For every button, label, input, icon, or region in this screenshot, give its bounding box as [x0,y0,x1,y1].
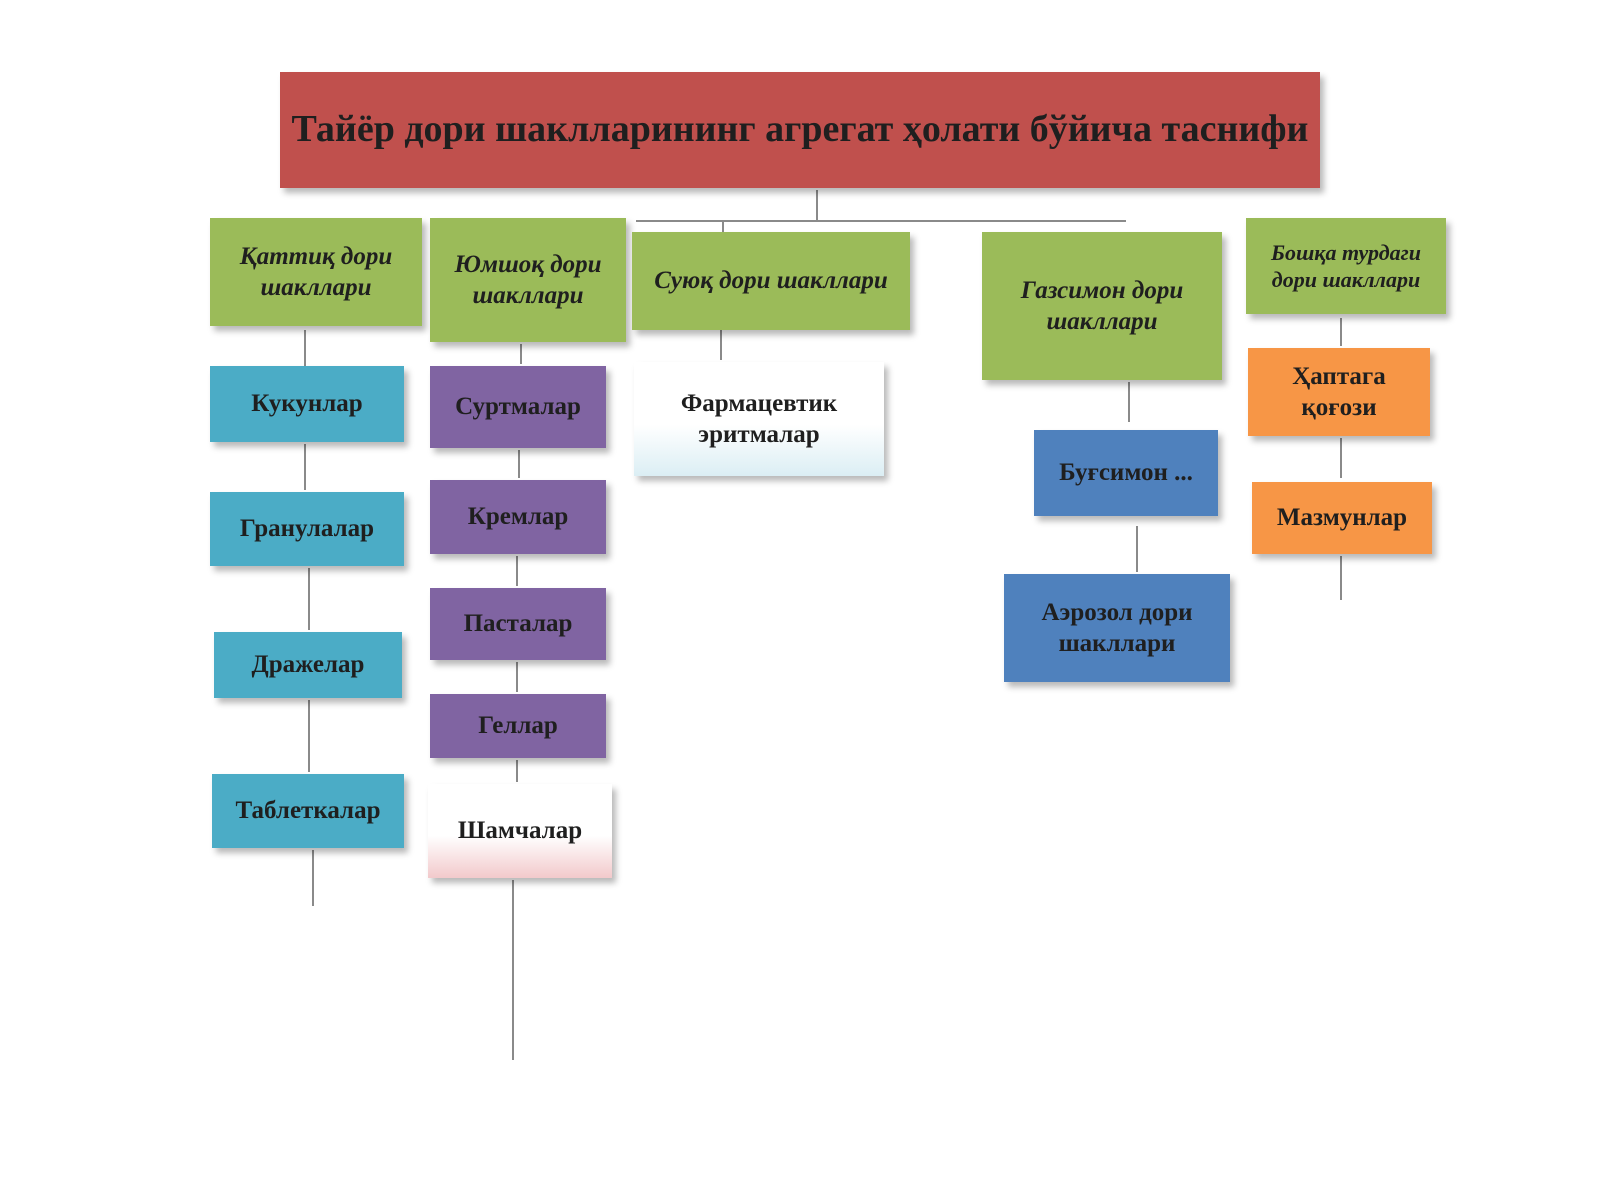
item-other-2: Мазмунлар [1252,482,1432,554]
category-other: Бошқа турдаги дори шакллари [1246,218,1446,314]
connector [516,760,518,782]
item-soft-4: Геллар [430,694,606,758]
category-gaseous: Газсимон дори шакллари [982,232,1222,380]
category-label: Қаттиқ дори шакллари [239,242,393,301]
item-gaseous-2: Аэрозол дори шакллари [1004,574,1230,682]
item-label: Ҳаптага қоғози [1292,362,1386,421]
connector [304,330,306,366]
connector [520,344,522,364]
item-label: Дражелар [251,651,365,679]
item-label: Шамчалар [457,817,583,845]
item-solid-2: Гранулалар [210,492,404,566]
item-label: Кремлар [467,503,569,531]
item-label: Геллар [478,712,558,740]
item-label: Пасталар [463,610,573,638]
item-label: Суртмалар [455,393,581,421]
item-label: Буғсимон ... [1059,459,1193,487]
connector [1340,438,1342,478]
connector [720,330,722,360]
item-label: Гранулалар [239,515,375,543]
connector [516,556,518,586]
item-label: Кукунлар [251,390,363,418]
item-solid-4: Таблеткалар [212,774,404,848]
connector [816,190,818,222]
category-soft: Юмшоқ дори шакллари [430,218,626,342]
connector [1340,556,1342,600]
item-solid-1: Кукунлар [210,366,404,442]
item-liquid-1: Фармацевтик эритмалар [634,362,884,476]
connector [516,662,518,692]
diagram-title-text: Тайёр дори шаклларининг агрегат ҳолати б… [291,108,1309,151]
item-label: Таблеткалар [235,797,381,825]
connector [1136,526,1138,572]
item-gaseous-1: Буғсимон ... [1034,430,1218,516]
connector [308,700,310,772]
item-other-1: Ҳаптага қоғози [1248,348,1430,436]
connector [304,444,306,490]
item-soft-5: Шамчалар [428,784,612,878]
item-soft-1: Суртмалар [430,366,606,448]
category-label: Юмшоқ дори шакллари [454,250,602,309]
diagram-title: Тайёр дори шаклларининг агрегат ҳолати б… [280,72,1320,188]
item-soft-2: Кремлар [430,480,606,554]
connector [308,568,310,630]
item-soft-3: Пасталар [430,588,606,660]
category-label: Бошқа турдаги дори шакллари [1271,239,1421,293]
category-solid: Қаттиқ дори шакллари [210,218,422,326]
category-label: Газсимон дори шакллари [1020,276,1184,335]
connector [636,220,1126,222]
item-solid-3: Дражелар [214,632,402,698]
connector [722,222,724,238]
item-label: Фармацевтик эритмалар [680,389,838,448]
connector [1340,318,1342,346]
connector [1128,382,1130,422]
connector [312,850,314,906]
connector [518,450,520,478]
connector [512,880,514,1060]
category-label: Суюқ дори шакллари [654,267,888,295]
item-label: Мазмунлар [1276,504,1408,532]
category-liquid: Суюқ дори шакллари [632,232,910,330]
item-label: Аэрозол дори шакллари [1041,598,1193,657]
